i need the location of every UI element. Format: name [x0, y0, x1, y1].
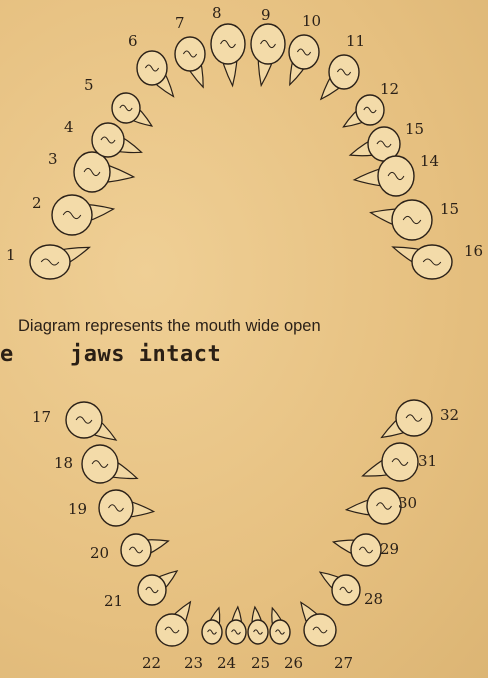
- tooth-number-25: 25: [251, 656, 270, 671]
- tooth-number-7: 7: [175, 16, 185, 31]
- diagram-caption: Diagram represents the mouth wide open: [18, 317, 478, 336]
- upper-tooth-9: [251, 24, 285, 85]
- lower-tooth-16: [382, 400, 432, 437]
- upper-tooth-10: [289, 35, 319, 85]
- upper-tooth-16: [393, 245, 452, 279]
- tooth-number-28: 28: [364, 592, 383, 607]
- tooth-number-22: 22: [142, 656, 161, 671]
- upper-tooth-6: [137, 51, 173, 97]
- lower-tooth-1: [66, 402, 116, 440]
- tooth-number-27: 27: [334, 656, 353, 671]
- upper-tooth-2: [52, 195, 114, 235]
- tooth-number-9: 9: [261, 8, 271, 23]
- tooth-number-19: 19: [68, 502, 87, 517]
- upper-tooth-3: [74, 152, 134, 192]
- upper-tooth-14: [354, 156, 414, 196]
- tooth-number-31: 31: [418, 454, 437, 469]
- upper-tooth-11: [321, 55, 359, 99]
- lower-tooth-2: [82, 445, 137, 483]
- lower-tooth-11: [301, 602, 336, 646]
- lower-tooth-13: [333, 534, 381, 566]
- lower-tooth-4: [121, 534, 168, 566]
- tooth-number-8: 8: [212, 6, 222, 21]
- tooth-number-18: 18: [54, 456, 73, 471]
- lower-tooth-14: [346, 488, 401, 524]
- lower-tooth-7: [202, 608, 222, 644]
- lower-tooth-10: [270, 608, 290, 644]
- tooth-number-30: 30: [398, 496, 417, 511]
- upper-tooth-1: [30, 245, 89, 279]
- lower-tooth-12: [320, 572, 360, 605]
- tooth-number-5: 5: [84, 78, 94, 93]
- lower-tooth-15: [363, 443, 418, 481]
- tooth-number-16: 16: [464, 244, 483, 259]
- upper-tooth-15: [371, 200, 432, 240]
- tooth-number-3: 3: [48, 152, 58, 167]
- lower-tooth-5: [138, 571, 177, 605]
- lower-tooth-8: [226, 607, 246, 644]
- upper-tooth-8: [211, 24, 245, 86]
- cropped-edge-text: e: [0, 342, 13, 367]
- upper-tooth-12: [343, 95, 384, 127]
- upper-tooth-5: [112, 93, 152, 126]
- diagram-subcaption: jaws intact: [70, 342, 221, 367]
- tooth-number-26: 26: [284, 656, 303, 671]
- tooth-number-21: 21: [104, 594, 123, 609]
- tooth-number-12: 12: [380, 82, 399, 97]
- upper-tooth-4: [92, 123, 142, 157]
- tooth-number-17: 17: [32, 410, 51, 425]
- tooth-number-24: 24: [217, 656, 236, 671]
- tooth-number-20: 20: [90, 546, 109, 561]
- lower-tooth-9: [248, 607, 268, 644]
- tooth-number-4: 4: [64, 120, 74, 135]
- tooth-number-1: 1: [6, 248, 16, 263]
- lower-tooth-6: [156, 602, 190, 646]
- tooth-number-29: 29: [380, 542, 399, 557]
- tooth-number-23: 23: [184, 656, 203, 671]
- tooth-number-14: 14: [420, 154, 439, 169]
- lower-tooth-3: [99, 490, 154, 526]
- tooth-number-2: 2: [32, 196, 42, 211]
- tooth-number-15: 15: [440, 202, 459, 217]
- tooth-number-10: 10: [302, 14, 321, 29]
- tooth-number-11: 11: [346, 34, 365, 49]
- tooth-number-32: 32: [440, 408, 459, 423]
- tooth-number-6: 6: [128, 34, 138, 49]
- upper-tooth-7: [175, 37, 205, 87]
- tooth-number-13: 15: [405, 122, 424, 137]
